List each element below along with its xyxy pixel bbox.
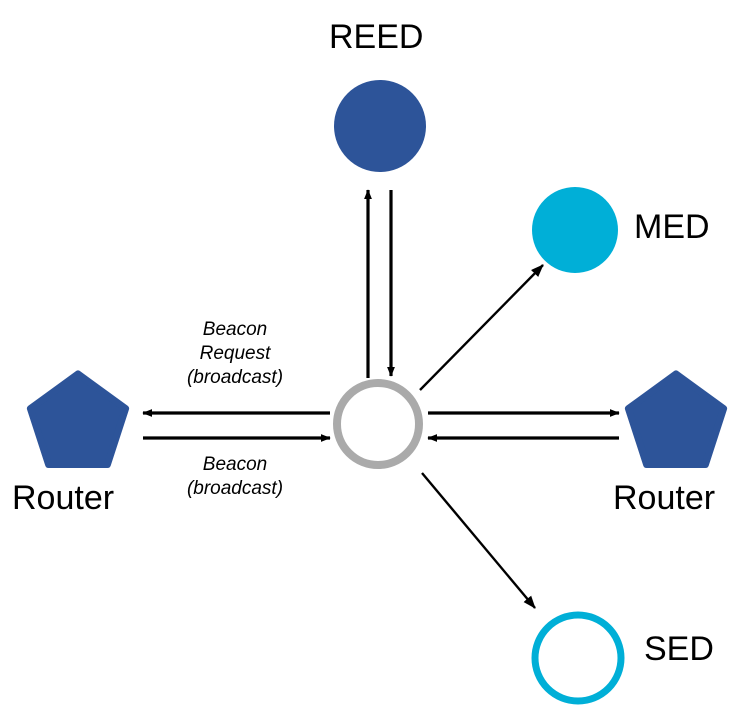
- node-reed: [334, 80, 426, 172]
- node-router-left: [26, 370, 130, 468]
- node-label-reed: REED: [329, 18, 424, 56]
- edge-label-beacon-request: Beacon Request (broadcast): [186, 319, 284, 388]
- node-label-router-left: Router: [12, 479, 115, 517]
- node-med: [532, 187, 618, 273]
- node-label-router-right: Router: [613, 479, 716, 517]
- arrow-center-to-med: [419, 264, 544, 391]
- node-sed: [531, 611, 625, 705]
- node-router-right: [624, 370, 728, 468]
- node-label-med: MED: [634, 208, 710, 246]
- node-joining-device: [333, 379, 423, 469]
- arrow-center-to-sed: [421, 472, 536, 609]
- node-label-sed: SED: [644, 630, 714, 668]
- edge-label-beacon: Beacon (broadcast): [186, 454, 284, 499]
